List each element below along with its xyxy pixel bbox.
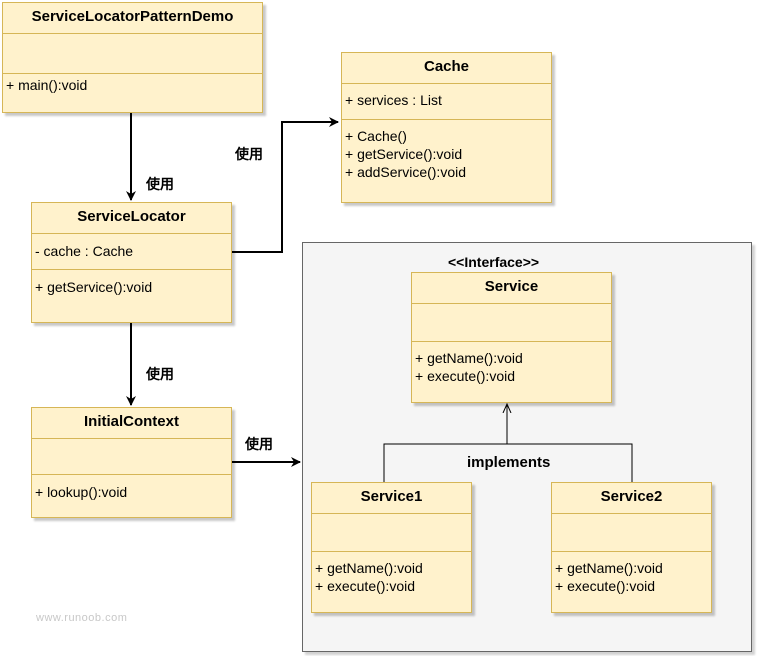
methods-section: + getName():void + execute():void [312, 552, 471, 595]
method: + getName():void [315, 560, 423, 576]
class-cache[interactable]: Cache + services : List + Cache() + getS… [341, 52, 552, 203]
class-service1[interactable]: Service1 + getName():void + execute():vo… [311, 482, 472, 613]
implements-label: implements [467, 454, 551, 471]
uses-label-locator-context: 使用 [146, 366, 174, 382]
interface-stereotype: <<Interface>> [448, 254, 540, 270]
attributes-section [552, 514, 711, 552]
attributes-section: - cache : Cache [32, 234, 231, 270]
class-name: ServiceLocator [32, 203, 231, 234]
implements-connector [383, 443, 633, 482]
attribute: + services : List [345, 92, 442, 108]
class-service2[interactable]: Service2 + getName():void + execute():vo… [551, 482, 712, 613]
methods-section: + getService():void [32, 270, 231, 296]
method: + execute():void [555, 578, 655, 594]
method: + getService():void [35, 279, 153, 295]
uses-label-demo-locator: 使用 [146, 176, 174, 192]
class-name: Service2 [552, 483, 711, 514]
attributes-section: + services : List [342, 84, 551, 120]
attributes-section [3, 34, 262, 74]
method: + main():void [6, 77, 88, 93]
attributes-section [412, 304, 611, 342]
method: + lookup():void [35, 484, 128, 500]
attribute: - cache : Cache [35, 243, 134, 259]
method: + addService():void [345, 164, 467, 180]
uses-label-context-package: 使用 [245, 436, 273, 452]
methods-section: + getName():void + execute():void [552, 552, 711, 595]
method: + execute():void [315, 578, 415, 594]
class-name: ServiceLocatorPatternDemo [3, 3, 262, 34]
methods-section: + Cache() + getService():void + addServi… [342, 120, 551, 181]
class-name: Cache [342, 53, 551, 84]
method: + getService():void [345, 146, 463, 162]
class-name: Service [412, 273, 611, 304]
locator-to-cache-arrow [232, 117, 339, 253]
method: + Cache() [345, 128, 407, 144]
methods-section: + main():void [3, 74, 262, 94]
methods-section: + getName():void + execute():void [412, 342, 611, 385]
class-servicelocatorpatterndemo[interactable]: ServiceLocatorPatternDemo + main():void [2, 2, 263, 113]
interface-service[interactable]: Service + getName():void + execute():voi… [411, 272, 612, 403]
methods-section: + lookup():void [32, 475, 231, 501]
method: + execute():void [415, 368, 515, 384]
class-initialcontext[interactable]: InitialContext + lookup():void [31, 407, 232, 518]
method: + getName():void [555, 560, 663, 576]
class-servicelocator[interactable]: ServiceLocator - cache : Cache + getServ… [31, 202, 232, 323]
attributes-section [32, 439, 231, 475]
method: + getName():void [415, 350, 523, 366]
class-name: Service1 [312, 483, 471, 514]
attributes-section [312, 514, 471, 552]
uses-label-locator-cache: 使用 [235, 146, 263, 162]
class-name: InitialContext [32, 408, 231, 439]
watermark: www.runoob.com [36, 612, 128, 624]
